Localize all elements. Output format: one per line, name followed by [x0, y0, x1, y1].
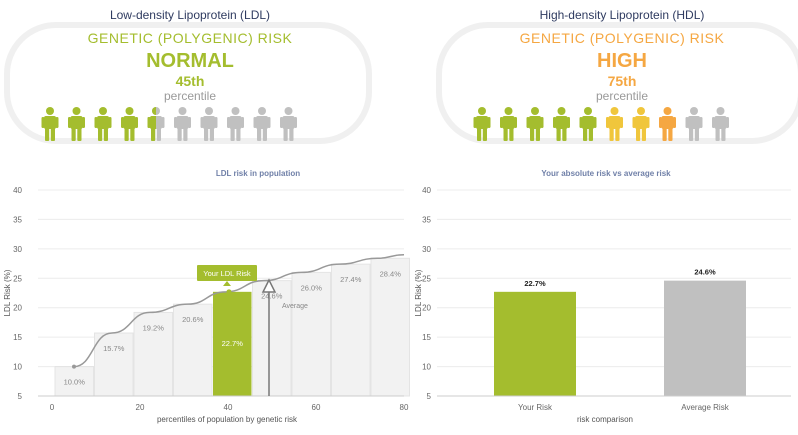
category-label: Your Risk	[518, 403, 553, 412]
y-tick-label: 25	[13, 274, 22, 283]
person-icon	[121, 107, 138, 141]
y-axis-label: LDL Risk (%)	[415, 269, 423, 316]
chart-title: Your absolute risk vs average risk	[541, 169, 671, 178]
person-icon	[253, 107, 271, 141]
hdl-people-icons	[473, 107, 729, 141]
bar-value-label: 19.2%	[143, 323, 165, 332]
bar-value-label: 20.6%	[182, 315, 204, 324]
hdl-risk-level: HIGH	[597, 50, 647, 72]
comparison-bar	[494, 291, 576, 396]
ldl-people-icons	[41, 107, 297, 141]
person-icon	[147, 107, 165, 141]
y-tick-label: 5	[427, 392, 432, 401]
ldl-panel: Low-density Lipoprotein (LDL) GENETIC (P…	[0, 0, 380, 150]
absolute-risk-chart: Your absolute risk vs average risk 22.7%…	[415, 169, 791, 424]
bar-value-label: 22.7%	[524, 279, 546, 288]
ldl-percentile-word: percentile	[163, 89, 217, 103]
your-risk-marker-label: Your LDL Risk	[203, 269, 251, 278]
bar-value-label: 24.6%	[694, 268, 716, 277]
y-tick-label: 15	[13, 333, 22, 342]
y-tick-label: 10	[422, 363, 431, 372]
hdl-percentile: 75th	[607, 73, 637, 89]
x-tick-label: 20	[136, 403, 145, 412]
average-arrow-icon	[261, 278, 277, 293]
risk-curve	[73, 253, 405, 368]
y-tick-label: 25	[422, 274, 431, 283]
bar-value-label: 22.7%	[222, 339, 244, 348]
y-tick-label: 35	[422, 215, 431, 224]
your-risk-marker	[197, 265, 257, 281]
y-tick-label: 30	[13, 245, 22, 254]
y-tick-label: 5	[18, 392, 23, 401]
bar-value-label: 27.4%	[340, 275, 362, 284]
bar-value-label: 15.7%	[103, 344, 125, 353]
population-bar	[252, 280, 292, 397]
population-bar	[213, 291, 252, 396]
x-axis-label: risk comparison	[577, 415, 633, 424]
person-icon	[41, 107, 59, 141]
comparison-bar	[664, 280, 746, 396]
population-bar	[94, 332, 134, 397]
ldl-population-chart: LDL risk in population 10.0% 15.7% 19.2% 20…	[3, 169, 410, 424]
person-icon	[579, 107, 597, 141]
person-icon	[227, 107, 244, 141]
person-icon	[200, 107, 218, 141]
ldl-title: Low-density Lipoprotein (LDL)	[109, 8, 271, 22]
ldl-risk-label: GENETIC (POLYGENIC) RISK	[87, 30, 293, 46]
curve-start-point	[72, 364, 76, 369]
y-tick-label: 40	[422, 186, 431, 195]
person-icon	[174, 107, 191, 141]
average-label: Average	[282, 303, 308, 310]
chart-title: LDL risk in population	[216, 169, 300, 178]
person-icon	[94, 107, 112, 141]
bar-value-label: 10.0%	[64, 378, 86, 387]
population-bar	[370, 257, 410, 397]
y-tick-label: 30	[422, 245, 431, 254]
person-icon	[500, 107, 517, 141]
person-icon	[712, 107, 729, 141]
bar-value-label: 28.4%	[380, 269, 402, 278]
y-tick-label: 20	[422, 304, 431, 313]
hdl-panel: High-density Lipoprotein (HDL) GENETIC (…	[432, 0, 798, 150]
x-tick-label: 80	[400, 403, 409, 412]
y-tick-label: 10	[13, 363, 22, 372]
ldl-percentile: 45th	[175, 73, 205, 89]
x-tick-label: 60	[312, 403, 321, 412]
y-tick-label: 15	[422, 333, 431, 342]
y-tick-label: 40	[13, 186, 22, 195]
y-tick-label: 35	[13, 215, 22, 224]
bar-value-label: 26.0%	[301, 283, 323, 292]
person-icon	[632, 107, 650, 141]
x-tick-label: 0	[50, 403, 55, 412]
your-risk-point	[226, 289, 232, 295]
population-bar	[331, 263, 371, 397]
y-tick-label: 20	[13, 304, 22, 313]
person-icon	[280, 107, 297, 141]
your-risk-pointer	[223, 281, 231, 286]
hdl-percentile-word: percentile	[595, 89, 649, 103]
category-label: Average Risk	[681, 403, 729, 412]
person-icon	[659, 107, 676, 141]
person-icon	[685, 107, 703, 141]
person-icon	[606, 107, 623, 141]
person-icon	[473, 107, 491, 141]
x-axis-label: percentiles of population by genetic ris…	[157, 415, 298, 424]
y-axis-label: LDL Risk (%)	[3, 269, 12, 316]
hdl-title: High-density Lipoprotein (HDL)	[539, 8, 705, 22]
person-icon	[526, 107, 544, 141]
population-bar	[173, 303, 213, 397]
x-tick-label: 40	[224, 403, 233, 412]
hdl-risk-label: GENETIC (POLYGENIC) RISK	[519, 30, 725, 46]
person-icon	[68, 107, 85, 141]
bar-value-label: 24.6%	[261, 292, 283, 301]
person-icon	[553, 107, 570, 141]
ldl-risk-level: NORMAL	[146, 50, 234, 72]
ldl-risk-card	[4, 22, 372, 144]
